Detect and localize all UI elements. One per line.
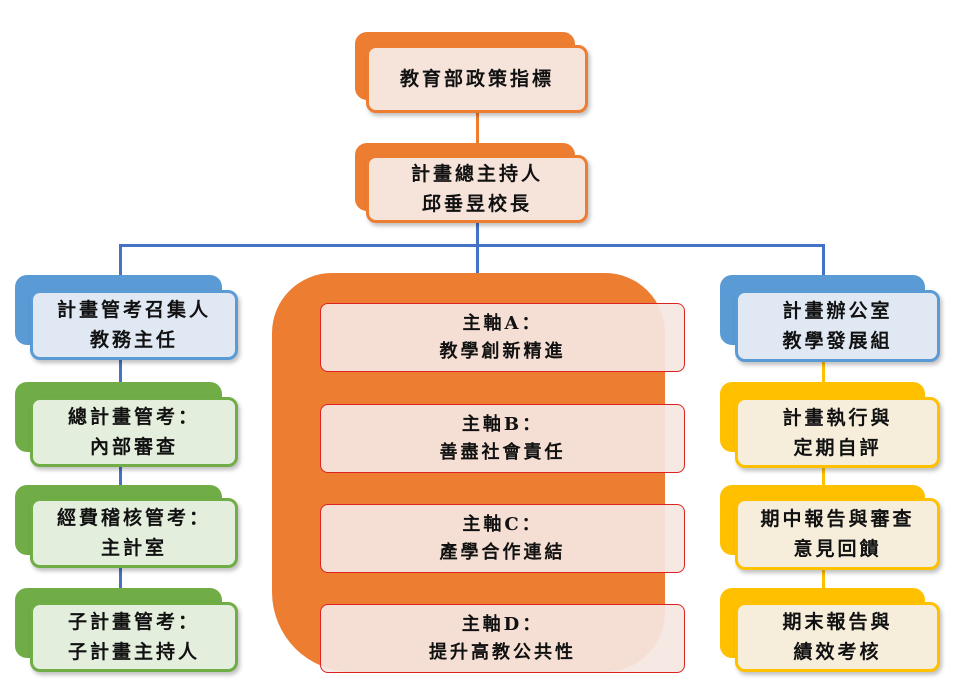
node-text: 教學發展組 <box>782 330 893 352</box>
node-text: 主軸B： <box>461 413 544 435</box>
node-text: 善盡社會責任 <box>439 441 566 463</box>
node-text: 期末報告與 <box>782 611 893 633</box>
node-text: 計畫管考召集人 <box>56 299 211 321</box>
node-text: 總計畫管考： <box>67 406 200 428</box>
node-text: 主軸D： <box>461 613 544 635</box>
node-text: 計畫辦公室 <box>782 300 893 322</box>
node-text: 經費稽核管考： <box>56 507 211 529</box>
connector <box>822 244 825 278</box>
connector <box>476 112 479 146</box>
axis-a: 主軸A： 教學創新精進 <box>320 303 685 372</box>
connector <box>119 244 825 247</box>
node-text: 內部審查 <box>89 436 178 458</box>
node-text: 主計室 <box>100 537 167 559</box>
node-text: 教學創新精進 <box>439 340 566 362</box>
node-text: 子計畫管考： <box>67 611 200 633</box>
node-text: 定期自評 <box>793 436 882 459</box>
node-text: 意見回饋 <box>793 538 882 560</box>
node-text: 績效考核 <box>793 641 882 663</box>
node-text: 計畫執行與 <box>782 406 893 429</box>
axis-d: 主軸D： 提升高教公共性 <box>320 604 685 673</box>
connector <box>476 222 479 302</box>
node-text: 子計畫主持人 <box>67 641 200 663</box>
node-text: 邱垂昱校長 <box>421 193 532 215</box>
node-text: 產學合作連結 <box>439 541 566 563</box>
node-text: 教務主任 <box>89 329 178 351</box>
node-text: 提升高教公共性 <box>429 641 576 663</box>
axis-b: 主軸B： 善盡社會責任 <box>320 404 685 473</box>
node-text: 主軸C： <box>462 513 543 535</box>
connector <box>119 244 122 278</box>
node-text: 教育部政策指標 <box>399 68 554 90</box>
node-text: 計畫總主持人 <box>410 163 543 185</box>
axis-c: 主軸C： 產學合作連結 <box>320 504 685 573</box>
node-text: 期中報告與審查 <box>760 508 915 530</box>
node-text: 主軸A： <box>462 312 543 334</box>
